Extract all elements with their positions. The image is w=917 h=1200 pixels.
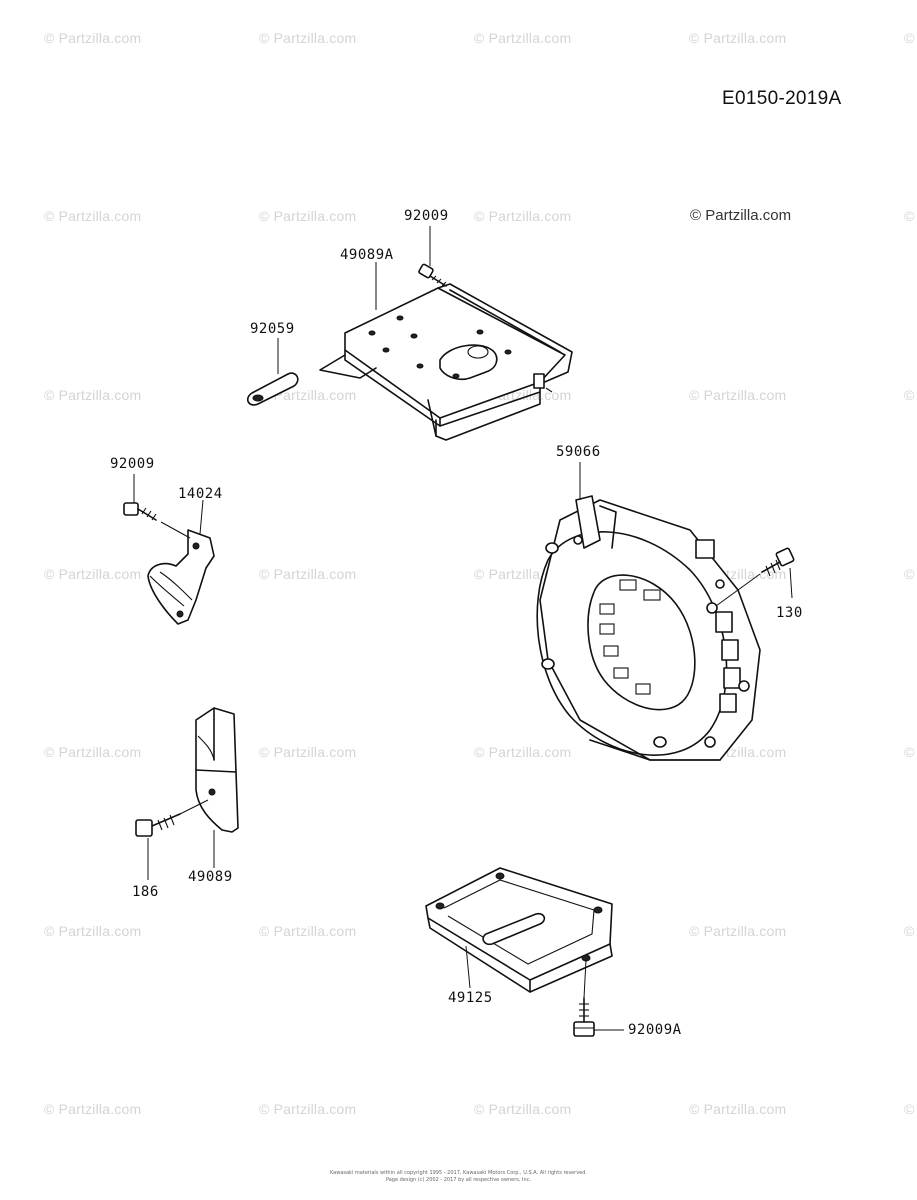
- part-186-bolt-drawing[interactable]: [135, 813, 181, 837]
- watermark-text: © Partzilla.com: [904, 30, 917, 46]
- watermark-text: © Partzilla.com: [904, 387, 917, 403]
- label-92009A[interactable]: 92009A: [628, 1022, 682, 1038]
- watermark-text: © Partzilla.com: [904, 923, 917, 939]
- leader-lines: [133, 226, 793, 1031]
- watermark-text: © Partzilla.com: [44, 744, 142, 760]
- watermark-text: © Partzilla.com: [44, 208, 142, 224]
- label-186[interactable]: 186: [132, 884, 159, 900]
- watermark-text: © Partzilla.com: [259, 744, 357, 760]
- part-49089-plate-drawing[interactable]: [195, 707, 239, 833]
- watermark-text: © Partzilla.com: [474, 30, 572, 46]
- label-130[interactable]: 130: [776, 605, 803, 621]
- part-49125-plate-drawing[interactable]: [425, 867, 613, 993]
- label-49089A[interactable]: 49089A: [340, 247, 394, 263]
- footer-copyright-line-2: Page design (c) 2002 - 2017 by all respe…: [385, 1177, 532, 1183]
- watermark-text: © Partzilla.com: [689, 923, 787, 939]
- watermark-text: © Partzilla.com: [904, 744, 917, 760]
- part-92009A-bolt-drawing[interactable]: [573, 997, 595, 1037]
- part-92009-left-bolt-drawing[interactable]: [123, 502, 157, 521]
- part-92009-top-bolt-drawing[interactable]: [418, 263, 447, 287]
- watermark-text: © Partzilla.com: [259, 30, 357, 46]
- label-92009-top[interactable]: 92009: [404, 208, 449, 224]
- watermark-text: © Partzilla.com: [689, 1101, 787, 1117]
- watermark-text: © Partzilla.com: [474, 208, 572, 224]
- watermark-text: © Partzilla.com: [904, 208, 917, 224]
- label-14024[interactable]: 14024: [178, 486, 223, 502]
- watermark-text: © Partzilla.com: [44, 566, 142, 582]
- part-59066-fan-housing-drawing[interactable]: [536, 495, 761, 761]
- part-14024-bracket-drawing[interactable]: [147, 529, 215, 625]
- watermark-text: © Partzilla.com: [689, 30, 787, 46]
- footer-copyright-line-1: Kawasaki materials within all copyright …: [329, 1170, 588, 1176]
- label-59066[interactable]: 59066: [556, 444, 601, 460]
- watermark-text: © Partzilla.com: [44, 1101, 142, 1117]
- watermark-text: © Partzilla.com: [259, 1101, 357, 1117]
- watermark-text: © Partzilla.com: [259, 923, 357, 939]
- label-49089[interactable]: 49089: [188, 869, 233, 885]
- watermark-text: © Partzilla.com: [474, 744, 572, 760]
- watermark-text: © Partzilla.com: [44, 387, 142, 403]
- watermark-text: © Partzilla.com: [44, 30, 142, 46]
- watermark-text: © Partzilla.com: [904, 1101, 917, 1117]
- copyright-mark: © Partzilla.com: [690, 207, 792, 224]
- watermark-text: © Partzilla.com: [904, 566, 917, 582]
- watermark-text: © Partzilla.com: [259, 566, 357, 582]
- part-130-bolt-drawing[interactable]: [761, 547, 795, 577]
- label-92009-left[interactable]: 92009: [110, 456, 155, 472]
- diagram-code: E0150-2019A: [722, 88, 842, 109]
- label-49125[interactable]: 49125: [448, 990, 493, 1006]
- label-92059[interactable]: 92059: [250, 321, 295, 337]
- watermark-text: © Partzilla.com: [689, 387, 787, 403]
- watermark-text: © Partzilla.com: [44, 923, 142, 939]
- watermark-text: © Partzilla.com: [474, 1101, 572, 1117]
- part-92059-tube-drawing[interactable]: [246, 372, 299, 406]
- watermark-text: © Partzilla.com: [259, 208, 357, 224]
- part-49089A-drawing[interactable]: [319, 283, 573, 441]
